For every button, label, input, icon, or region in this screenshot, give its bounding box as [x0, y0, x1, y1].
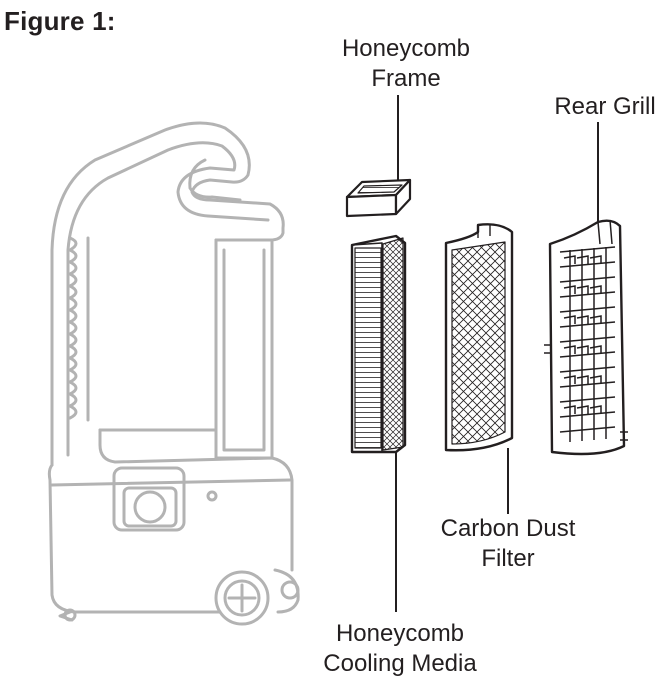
label-carbon-dust-filter-line-2: Filter	[481, 545, 535, 572]
label-honeycomb-cooling-media-line-1: Honeycomb	[335, 620, 465, 647]
carbon-dust-filter-part	[444, 223, 514, 452]
rear-grill-part	[544, 219, 628, 456]
label-honeycomb-frame-line-2: Frame	[371, 65, 441, 92]
figure-title: Figure 1:	[4, 6, 116, 36]
label-carbon-dust-filter: Carbon Dust Filter	[418, 514, 598, 574]
label-rear-grill: Rear Grill	[554, 93, 656, 120]
air-cooler-unit	[47, 121, 300, 626]
label-honeycomb-cooling-media-line-2: Cooling Media	[323, 650, 477, 677]
label-honeycomb-frame-line-1: Honeycomb	[341, 35, 471, 62]
label-honeycomb-frame: Honeycomb Frame	[316, 34, 496, 94]
label-carbon-dust-filter-line-1: Carbon Dust	[440, 515, 576, 542]
honeycomb-cooling-media-part	[350, 234, 407, 454]
label-honeycomb-cooling-media: Honeycomb Cooling Media	[300, 619, 500, 679]
honeycomb-frame-part	[345, 178, 412, 218]
rear-grill-slats	[559, 246, 616, 442]
leader-lines	[395, 95, 599, 612]
